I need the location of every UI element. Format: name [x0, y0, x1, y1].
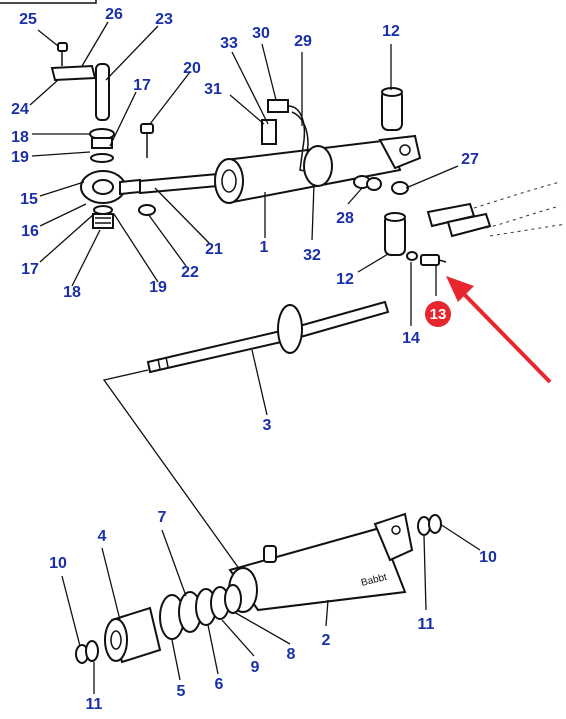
- label-2: 2: [322, 632, 331, 649]
- label-3: 3: [263, 417, 272, 434]
- label-16: 16: [21, 223, 39, 240]
- label-18-top: 18: [11, 129, 29, 146]
- labels: 25 26 23 24 17 18 19 15 16 17 18 19 20 2…: [11, 6, 497, 713]
- washer-11-left: [85, 640, 99, 662]
- leader-lines: [29, 21, 481, 694]
- highlight-label: 13: [430, 306, 447, 323]
- highlight-badge: [425, 301, 451, 327]
- label-6: 6: [215, 676, 224, 693]
- label-18-bottom: 18: [63, 284, 81, 301]
- label-9: 9: [251, 659, 260, 676]
- highlight-arrow: [458, 288, 552, 384]
- label-10-left: 10: [49, 555, 67, 572]
- bolt-13: [420, 254, 447, 266]
- label-23: 23: [155, 11, 173, 28]
- seal-rings: [159, 584, 242, 640]
- label-24: 24: [11, 101, 29, 118]
- label-11-left: 11: [86, 696, 103, 713]
- label-17-bottom: 17: [21, 261, 39, 278]
- label-10-right: 10: [479, 549, 497, 566]
- nut-stack-top: [89, 128, 115, 163]
- label-4: 4: [98, 528, 107, 545]
- label-19-top: 19: [11, 149, 29, 166]
- highlight-13: 13: [425, 276, 552, 384]
- label-30: 30: [252, 25, 270, 42]
- washer-10-right: [428, 514, 442, 534]
- label-33: 33: [220, 35, 238, 52]
- gland-4: [104, 606, 162, 664]
- label-26: 26: [105, 6, 123, 23]
- frame-corner: [0, 0, 97, 4]
- nut-14: [406, 251, 418, 261]
- label-32: 32: [303, 247, 321, 264]
- label-7: 7: [158, 509, 167, 526]
- clamp-32: [303, 145, 333, 187]
- pin-12-top: [381, 87, 403, 131]
- label-22: 22: [181, 264, 199, 281]
- label-29: 29: [294, 33, 312, 50]
- ball-joint-15: [80, 170, 141, 204]
- label-14: 14: [402, 330, 420, 347]
- assembly-line: [102, 369, 241, 571]
- label-1: 1: [260, 239, 269, 256]
- label-8: 8: [287, 646, 296, 663]
- bolt-20: [140, 123, 154, 158]
- fittings-27-28: [353, 175, 409, 195]
- screw-25: [57, 42, 68, 66]
- label-19-bottom: 19: [149, 279, 167, 296]
- label-11-right: 11: [418, 616, 435, 633]
- label-17-top: 17: [133, 77, 151, 94]
- cylinder-2: Babbt: [228, 512, 414, 613]
- label-28: 28: [336, 210, 354, 227]
- label-15: 15: [20, 191, 38, 208]
- fitting-30: [261, 99, 331, 177]
- nut-stack-bottom: [92, 205, 114, 229]
- label-27: 27: [461, 151, 479, 168]
- plate-24: [50, 64, 97, 82]
- upper-assembly: [50, 42, 566, 266]
- label-5: 5: [177, 683, 186, 700]
- pin-23: [95, 63, 110, 121]
- threaded-rod: [139, 172, 219, 195]
- highlight-arrow-head: [446, 276, 474, 302]
- label-12-top: 12: [382, 23, 400, 40]
- label-31: 31: [204, 81, 222, 98]
- nut-22: [138, 204, 156, 216]
- label-20: 20: [183, 60, 201, 77]
- pin-12-bottom: [384, 212, 406, 256]
- label-12-bottom: 12: [336, 271, 354, 288]
- label-21: 21: [205, 241, 223, 258]
- hose-connectors: [426, 181, 566, 238]
- label-25: 25: [19, 11, 37, 28]
- piston-rod-3: [146, 300, 390, 374]
